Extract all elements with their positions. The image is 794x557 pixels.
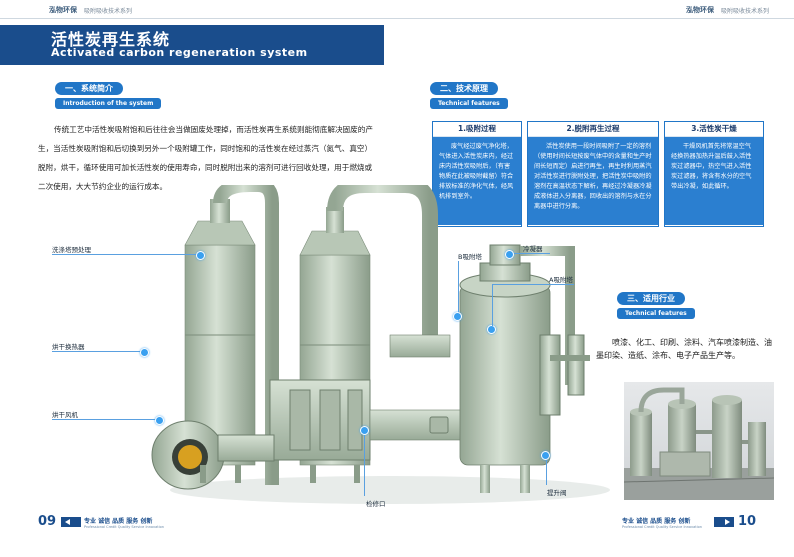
series-right: 吸附吸收技术系列 (721, 8, 770, 15)
marker-dot (541, 451, 550, 460)
series-left: 吸附吸收技术系列 (84, 8, 133, 15)
section3-heading: 三、适用行业 (617, 292, 685, 305)
footer-slogan-en-right: Professional Credit Quality Service Inno… (622, 525, 702, 529)
section1-subheading: Introduction of the system (55, 98, 162, 109)
leader-line (458, 261, 459, 313)
card-body: 干燥风机首先将常温空气经换热器加热升温后鼓入活性炭过滤器中，热空气进入活性炭过滤… (665, 137, 763, 225)
label-inspection: 检修口 (366, 500, 386, 508)
header-divider (0, 18, 794, 19)
brand-left: 泓物环保 (49, 6, 77, 14)
label-fan: 烘干风机 (52, 411, 78, 419)
principle-card-regeneration: 2.脱附再生过程 活性炭使用一段时间吸附了一定的溶剂（使用时间长短按废气体中的含… (527, 121, 659, 227)
leader-line (492, 284, 574, 285)
label-condenser: 冷凝器 (523, 245, 543, 253)
marker-dot (487, 325, 496, 334)
marker-dot (453, 312, 462, 321)
footer-ribbon-icon (61, 517, 81, 527)
page-number-left: 09 (38, 514, 57, 529)
card-title: 3.活性炭干燥 (665, 122, 763, 137)
title-band (0, 25, 384, 65)
page-number-right: 10 (738, 514, 757, 529)
footer-slogan-right: 专业 诚信 品质 服务 创新 (622, 518, 691, 525)
section1-body: 传统工艺中活性炭吸附饱和后往往会当做固废处理掉，而活性炭再生系统则能彻底解决固废… (38, 125, 373, 191)
leader-line (52, 254, 197, 255)
card-body: 活性炭使用一段时间吸附了一定的溶剂（使用时间长短按废气体中的含量和生产时间长短而… (528, 137, 658, 225)
label-tower-a: A吸附塔 (549, 276, 573, 284)
top-bar (0, 0, 794, 18)
principle-card-adsorption: 1.吸附过程 废气经过废气净化塔，气体进入活性炭床内，经过床内活性炭吸附后，（有… (432, 121, 522, 227)
marker-dot (196, 251, 205, 260)
page-title: 活性炭再生系统 (51, 30, 171, 49)
card-title: 1.吸附过程 (433, 122, 521, 137)
footer-ribbon-icon (714, 517, 734, 527)
card-body: 废气经过废气净化塔，气体进入活性炭床内，经过床内活性炭吸附后，（有害物质在此被吸… (433, 137, 521, 225)
marker-dot (505, 250, 514, 259)
principle-card-drying: 3.活性炭干燥 干燥风机首先将常温空气经换热器加热升温后鼓入活性炭过滤器中，热空… (664, 121, 764, 227)
leader-line (492, 284, 493, 326)
footer-slogan-left: 专业 诚信 品质 服务 创新 (84, 518, 153, 525)
footer-slogan-en-left: Professional Credit Quality Service Inno… (84, 525, 164, 529)
brand-right: 泓物环保 (686, 6, 714, 14)
section3-body: 喷漆、化工、印刷、涂料、汽车喷漆制造、油墨印染、造纸、涂布、电子产品生产等。 (596, 338, 772, 360)
leader-line (546, 455, 547, 485)
marker-dot (155, 416, 164, 425)
card-title: 2.脱附再生过程 (528, 122, 658, 137)
marker-dot (360, 426, 369, 435)
label-scrubber: 洗涤塔预处理 (52, 246, 91, 254)
leader-line (52, 419, 157, 420)
leader-line (510, 253, 550, 254)
section1-heading: 一、系统简介 (55, 82, 123, 95)
label-heat-exchanger: 烘干换热器 (52, 343, 85, 351)
section2-heading: 二、技术原理 (430, 82, 498, 95)
section2-subheading: Technical features (430, 98, 508, 109)
section3-subheading: Technical features (617, 308, 695, 319)
installation-photo (624, 382, 774, 500)
page-title-en: Activated carbon regeneration system (51, 46, 308, 59)
leader-line (52, 351, 142, 352)
label-lift-valve: 提升阀 (547, 489, 567, 497)
label-tower-b: B吸附塔 (458, 253, 482, 261)
leader-line (364, 430, 365, 496)
equipment-illustration (151, 185, 610, 504)
marker-dot (140, 348, 149, 357)
